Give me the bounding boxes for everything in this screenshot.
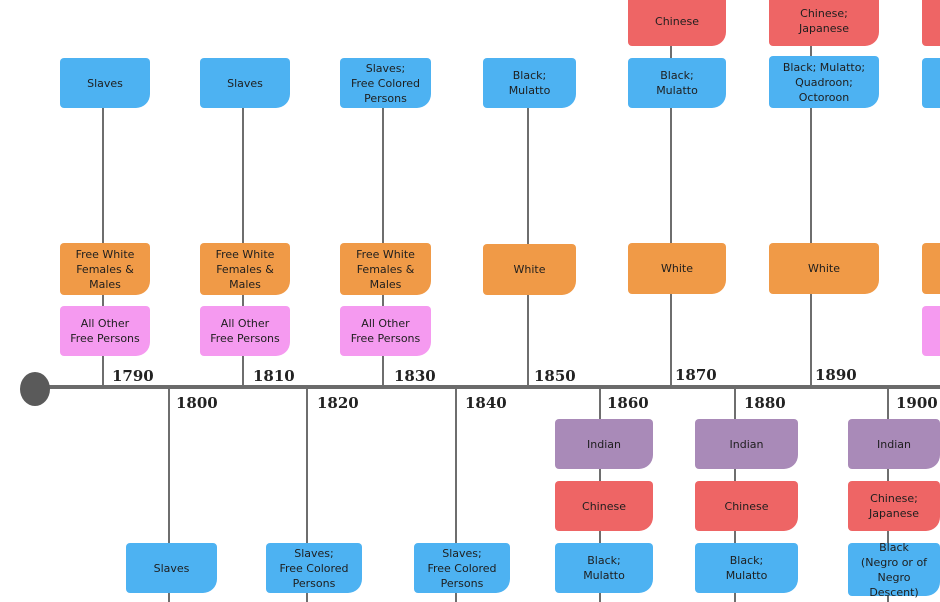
category-box-1800-slaves: Slaves	[126, 543, 217, 593]
timeline-axis	[48, 385, 940, 389]
year-label-1860: 1860	[607, 394, 649, 412]
category-box-cutoff-blue	[922, 58, 940, 108]
category-box-1870-chinese: Chinese	[628, 0, 726, 46]
category-box-1790-free-white: Free White Females & Males	[60, 243, 150, 295]
year-label-1830: 1830	[394, 367, 436, 385]
category-box-1880-indian: Indian	[695, 419, 798, 469]
category-box-1830-free-white: Free White Females & Males	[340, 243, 431, 295]
category-box-cutoff-red	[922, 0, 940, 46]
category-box-cutoff-orange	[922, 243, 940, 294]
connector-1870	[670, 40, 672, 387]
category-box-1880-black-mulatto: Black; Mulatto	[695, 543, 798, 593]
connector-1820	[306, 387, 308, 602]
year-label-1900: 1900	[896, 394, 938, 412]
category-box-1830-all-other: All Other Free Persons	[340, 306, 431, 356]
category-box-1900-indian: Indian	[848, 419, 940, 469]
connector-1840	[455, 387, 457, 602]
category-box-1790-all-other: All Other Free Persons	[60, 306, 150, 356]
year-label-1800: 1800	[176, 394, 218, 412]
category-box-1860-indian: Indian	[555, 419, 653, 469]
category-box-1890-white: White	[769, 243, 879, 294]
category-box-1830-slaves: Slaves; Free Colored Persons	[340, 58, 431, 108]
connector-1890	[810, 40, 812, 387]
timeline-start-marker	[20, 372, 50, 406]
year-label-1890: 1890	[815, 366, 857, 384]
year-label-1790: 1790	[112, 367, 154, 385]
year-label-1880: 1880	[744, 394, 786, 412]
connector-1850	[527, 100, 529, 387]
category-box-1870-white: White	[628, 243, 726, 294]
category-box-1900-black-negro: Black (Negro or of Negro Descent)	[848, 541, 940, 599]
year-label-1820: 1820	[317, 394, 359, 412]
category-box-1880-chinese: Chinese	[695, 481, 798, 531]
year-label-1810: 1810	[253, 367, 295, 385]
category-box-1850-white: White	[483, 244, 576, 295]
category-box-1810-all-other: All Other Free Persons	[200, 306, 290, 356]
category-box-1890-black-mulatto-quadroon-octoroon: Black; Mulatto; Quadroon; Octoroon	[769, 56, 879, 108]
connector-1800	[168, 387, 170, 602]
category-box-1870-black-mulatto: Black; Mulatto	[628, 58, 726, 108]
year-label-1850: 1850	[534, 367, 576, 385]
category-box-1860-black-mulatto: Black; Mulatto	[555, 543, 653, 593]
category-box-1810-free-white: Free White Females & Males	[200, 243, 290, 295]
category-box-cutoff-pink	[922, 306, 940, 356]
category-box-1850-black-mulatto: Black; Mulatto	[483, 58, 576, 108]
year-label-1840: 1840	[465, 394, 507, 412]
category-box-1840-slaves-free-colored: Slaves; Free Colored Persons	[414, 543, 510, 593]
category-box-1890-chinese-japanese: Chinese; Japanese	[769, 0, 879, 46]
category-box-1790-slaves: Slaves	[60, 58, 150, 108]
category-box-1860-chinese: Chinese	[555, 481, 653, 531]
category-box-1900-chinese-japanese: Chinese; Japanese	[848, 481, 940, 531]
category-box-1810-slaves: Slaves	[200, 58, 290, 108]
category-box-1820-slaves-free-colored: Slaves; Free Colored Persons	[266, 543, 362, 593]
year-label-1870: 1870	[675, 366, 717, 384]
